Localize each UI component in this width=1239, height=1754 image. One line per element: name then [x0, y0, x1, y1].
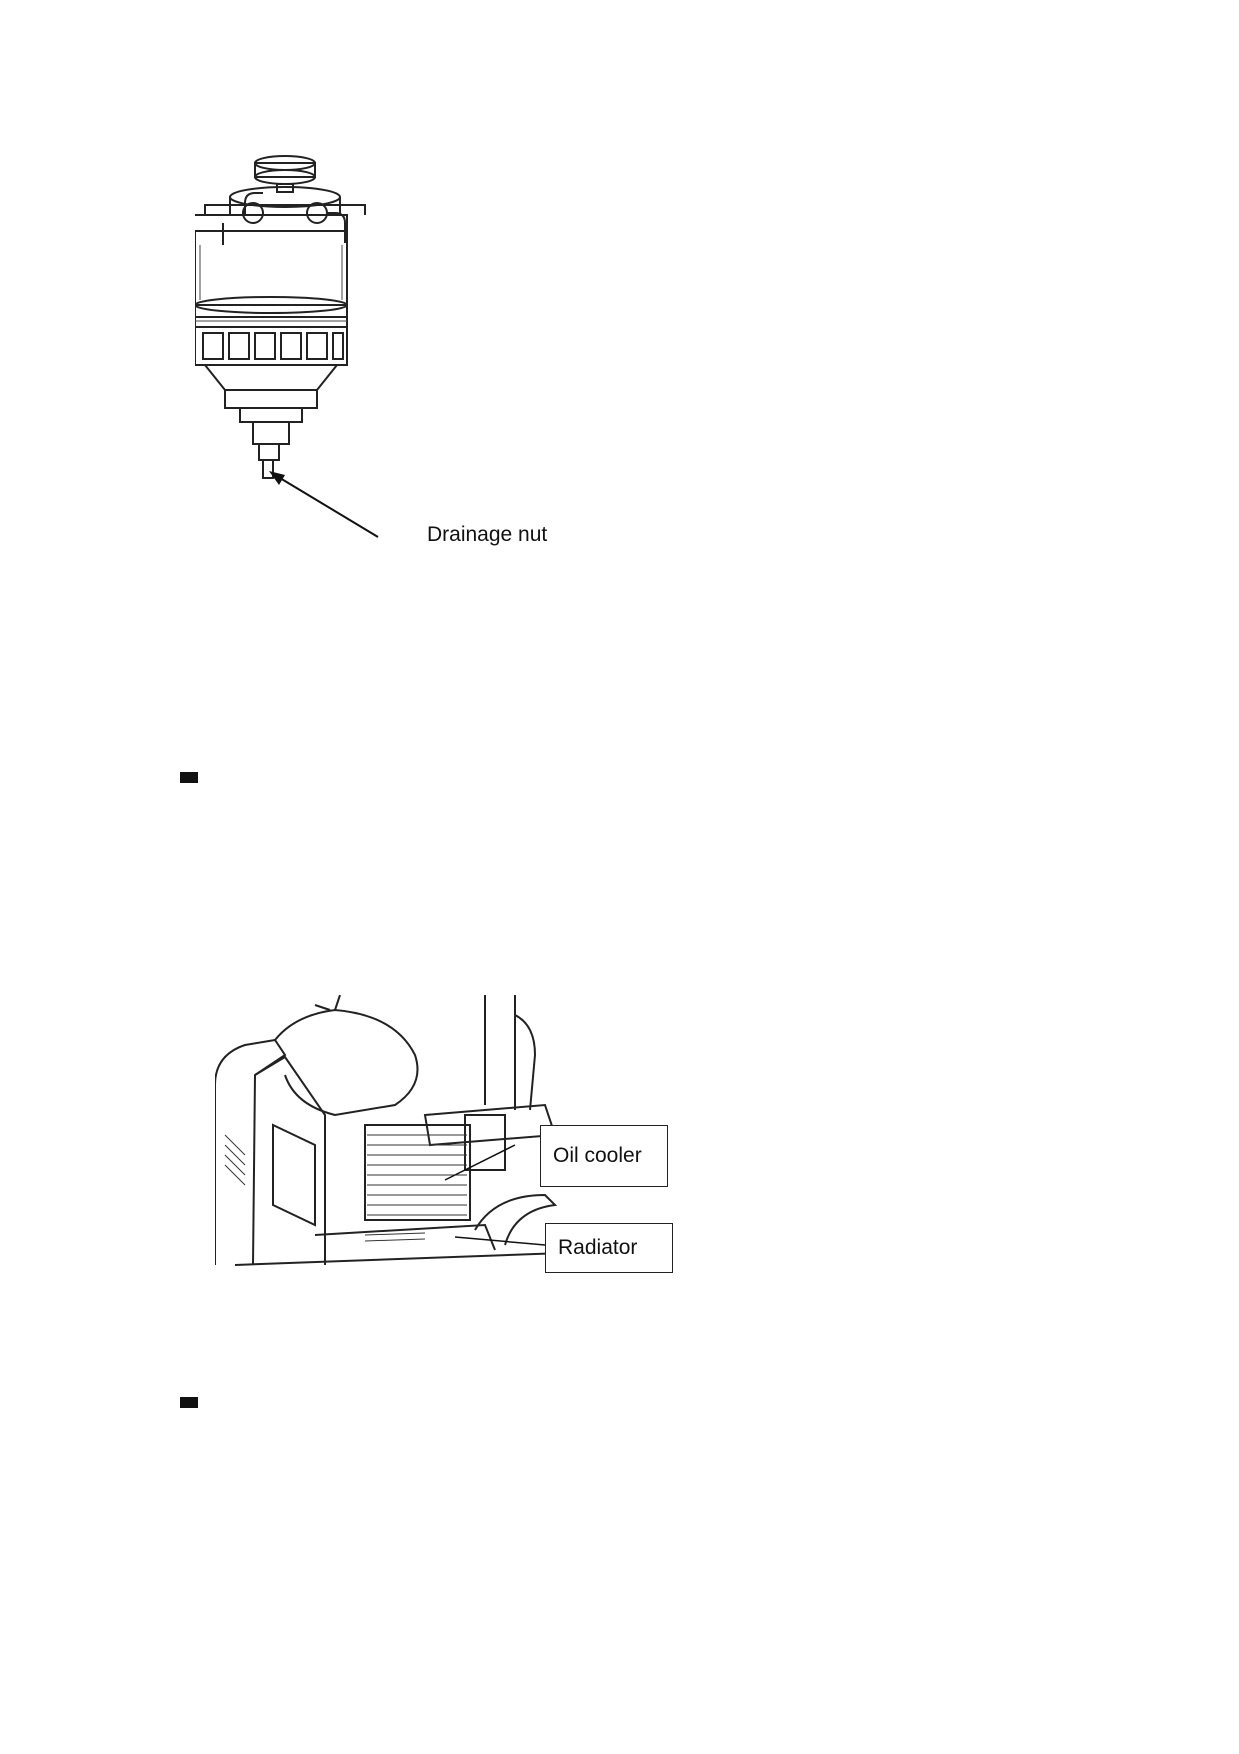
cooling-system-figure: Oil cooler Radiator — [214, 994, 685, 1285]
arrow-head-icon — [269, 471, 285, 485]
oil-cooler-callout: Oil cooler — [540, 1125, 668, 1187]
fuel-filter-figure: Drainage nut — [192, 145, 580, 565]
engine-compartment-drawing — [214, 994, 646, 1266]
oil-cooler-label: Oil cooler — [553, 1144, 642, 1167]
oil-cooler-leader — [444, 1144, 516, 1181]
square-bullet-icon — [180, 1397, 198, 1408]
radiator-callout: Radiator — [545, 1223, 673, 1273]
square-bullet-icon — [180, 772, 198, 783]
radiator-label: Radiator — [558, 1236, 638, 1259]
radiator-leader — [454, 1236, 546, 1246]
fuel-filter-drawing — [192, 155, 379, 538]
drainage-nut-label: Drainage nut — [427, 523, 548, 546]
leader-line — [274, 474, 379, 538]
